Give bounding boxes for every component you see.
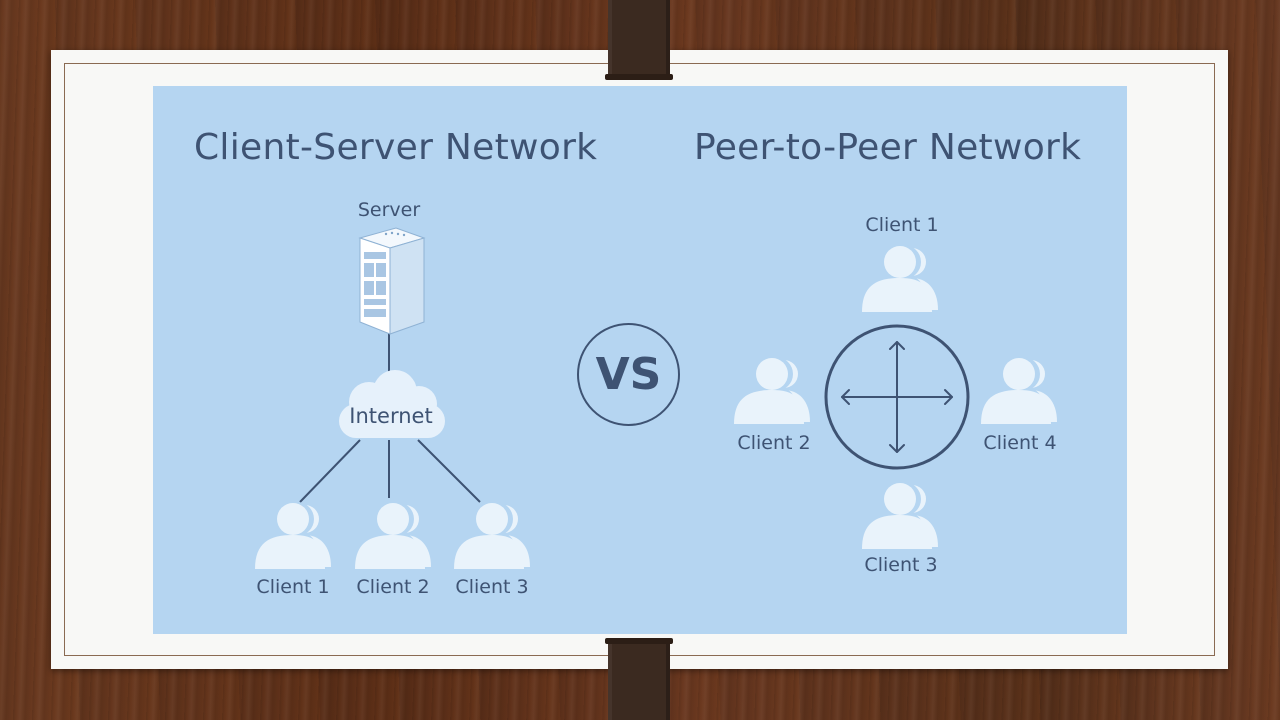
user-icon [862,482,938,549]
right-client-2-label: Client 2 [737,432,811,454]
left-client-2-label: Client 2 [356,576,430,598]
server-label: Server [357,199,421,221]
user-icon [255,502,331,569]
right-client-1-label: Client 1 [865,214,939,236]
user-icon [454,502,530,569]
cloud-icon [339,370,445,438]
top-clip [605,0,673,80]
left-client-3-label: Client 3 [455,576,529,598]
user-icon [862,245,938,312]
right-client-4-label: Client 4 [983,432,1057,454]
user-icon [981,357,1057,424]
vs-badge: VS [577,323,680,426]
internet-label: Internet [349,404,433,428]
user-icon [355,502,431,569]
user-icon [734,357,810,424]
server-icon [358,227,426,335]
left-client-1-label: Client 1 [256,576,330,598]
four-way-arrow-icon [824,324,970,470]
bottom-clip [605,638,673,720]
client-server-title: Client-Server Network [194,127,598,168]
peer-to-peer-title: Peer-to-Peer Network [694,127,1082,168]
right-client-3-label: Client 3 [864,554,938,576]
